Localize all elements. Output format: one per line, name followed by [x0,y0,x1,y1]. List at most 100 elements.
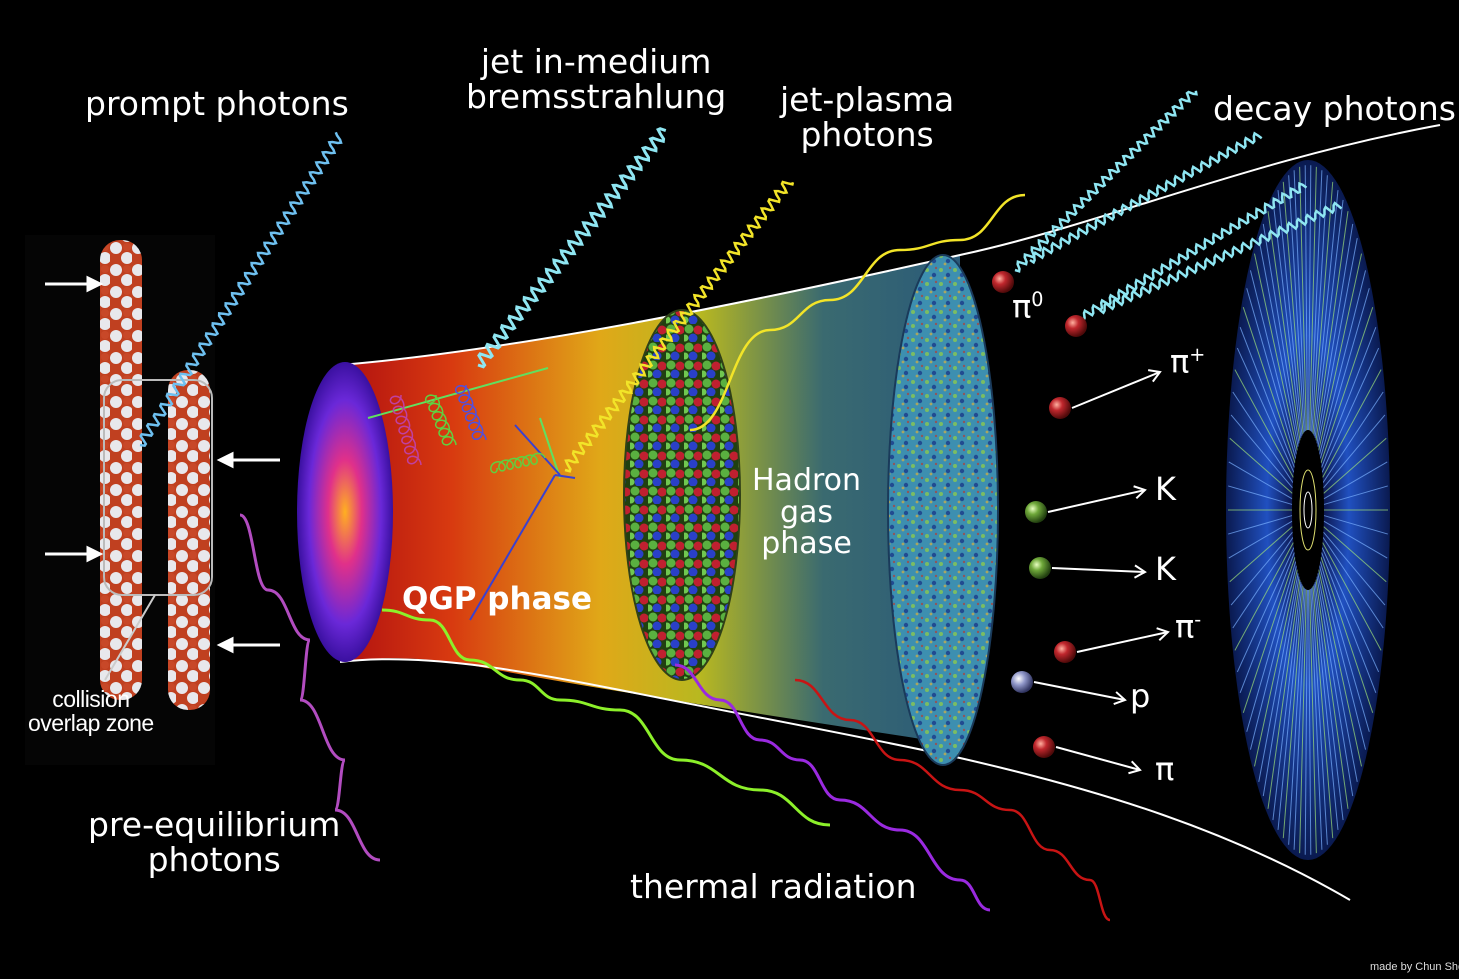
collision-line2: overlap zone [28,710,154,737]
detector-track [1267,579,1301,809]
particle-charge: - [1194,608,1202,631]
detector-track [1232,391,1294,483]
detector-track [1319,288,1370,459]
particle-symbol: K [1155,550,1176,588]
detector-track [1229,526,1293,583]
prompt-photon-wave [139,131,343,448]
detector-track [1311,587,1328,845]
detector-track [1322,369,1382,478]
label-hadron-gas-phase: Hadron gas phase [752,465,861,560]
decay-photon-wave-3 [1079,181,1308,323]
detector-track [1323,461,1388,500]
detector-track [1242,556,1296,713]
detector-track [1321,326,1377,468]
detector-track [1315,579,1349,809]
detector-track [1318,569,1363,767]
detector-track [1299,166,1307,431]
detector-track [1246,561,1297,732]
detector-track [1277,584,1303,830]
detector-track [1236,347,1295,473]
particle-label-pi-minus: π- [1175,607,1202,646]
detector-track [1323,485,1388,505]
label-collision-overlap-zone: collision overlap zone [28,687,154,735]
detector-track [1258,238,1299,448]
hadron-line1: Hadron [752,463,862,498]
jet-partons [367,367,576,621]
detector-track [1267,211,1301,441]
thermal-radiation-red [794,678,1111,922]
particle-ball [1025,501,1047,523]
particle-symbol: π [1175,607,1195,646]
hadron-line3: phase [761,526,852,561]
thermal-radiation-green [381,608,831,827]
collision-line1: collision [52,686,130,712]
particle-ball [992,271,1014,293]
particle-symbol: p [1130,677,1151,715]
detector-track [1312,181,1334,434]
detector-track [1228,485,1293,505]
detector-track [1310,588,1323,850]
hadron-line2: gas [779,494,834,530]
detector-track [1315,211,1349,441]
detector-track [1288,587,1305,845]
detector-tracks [1228,165,1388,855]
detector-track [1282,586,1304,839]
detector-track [1277,190,1303,436]
detector-track [1262,223,1300,444]
jet-brems-line1: jet in-medium [480,42,712,81]
detector-track [1272,199,1302,439]
detector-track [1304,165,1308,431]
detector-track [1262,576,1300,797]
jet-plasma-track [689,193,1026,432]
detector-track [1322,391,1384,483]
decay-particle-ball [1065,315,1087,337]
detector-track [1323,526,1387,583]
label-thermal-radiation: thermal radiation [630,867,917,906]
detector-track [1272,581,1302,821]
detector-track [1228,520,1293,559]
particle-arrow [1055,746,1141,771]
particle-arrow [1076,631,1169,653]
initial-fireball [297,362,393,662]
detector-track [1322,537,1384,629]
particle-symbol: π [1012,287,1032,326]
particle-label-k1: K [1155,470,1176,508]
detector-track [1293,170,1306,432]
particle-symbol: π [1170,342,1190,381]
particle-ball [1054,641,1076,663]
decay-photon-wave-2 [1029,131,1263,265]
detector-track [1249,565,1297,750]
detector-track [1234,369,1294,478]
particle-charge: 0 [1031,288,1044,311]
particle-ball [1011,671,1033,693]
jet-plasma-line2: photons [800,114,934,154]
detector-track [1229,437,1293,494]
label-qgp-phase: QGP phase [402,581,592,617]
particle-arrow [1071,371,1161,409]
detector-track [1321,547,1380,673]
detector-track [1309,589,1317,854]
detector-track [1321,347,1380,473]
detector-track [1249,270,1297,455]
particle-label-pi-plus: π+ [1170,342,1205,381]
pre-eq-line2: photons [147,839,281,879]
detector-track [1242,307,1296,464]
detector-track [1234,542,1294,651]
detector-track [1228,461,1293,500]
particle-symbol: K [1155,470,1176,508]
detector-track [1322,542,1382,651]
detector-track [1323,520,1388,559]
jet-brems-line2: bremsstrahlung [466,76,727,116]
particle-arrow [1033,681,1126,701]
pre-eq-line1: pre-equilibrium [88,805,341,844]
particle-arrow [1051,567,1146,573]
label-prompt-photons: prompt photons [85,84,349,123]
detector-track [1317,572,1358,782]
detector-track [1304,589,1308,855]
detector-track [1253,253,1298,451]
label-jet-bremsstrahlung: jet in-medium bremsstrahlung [466,42,727,116]
credit-text: made by Chun Shen [1370,961,1459,973]
particle-arrow [1047,489,1146,513]
detector-track [1288,175,1305,433]
detector-track [1246,288,1297,459]
